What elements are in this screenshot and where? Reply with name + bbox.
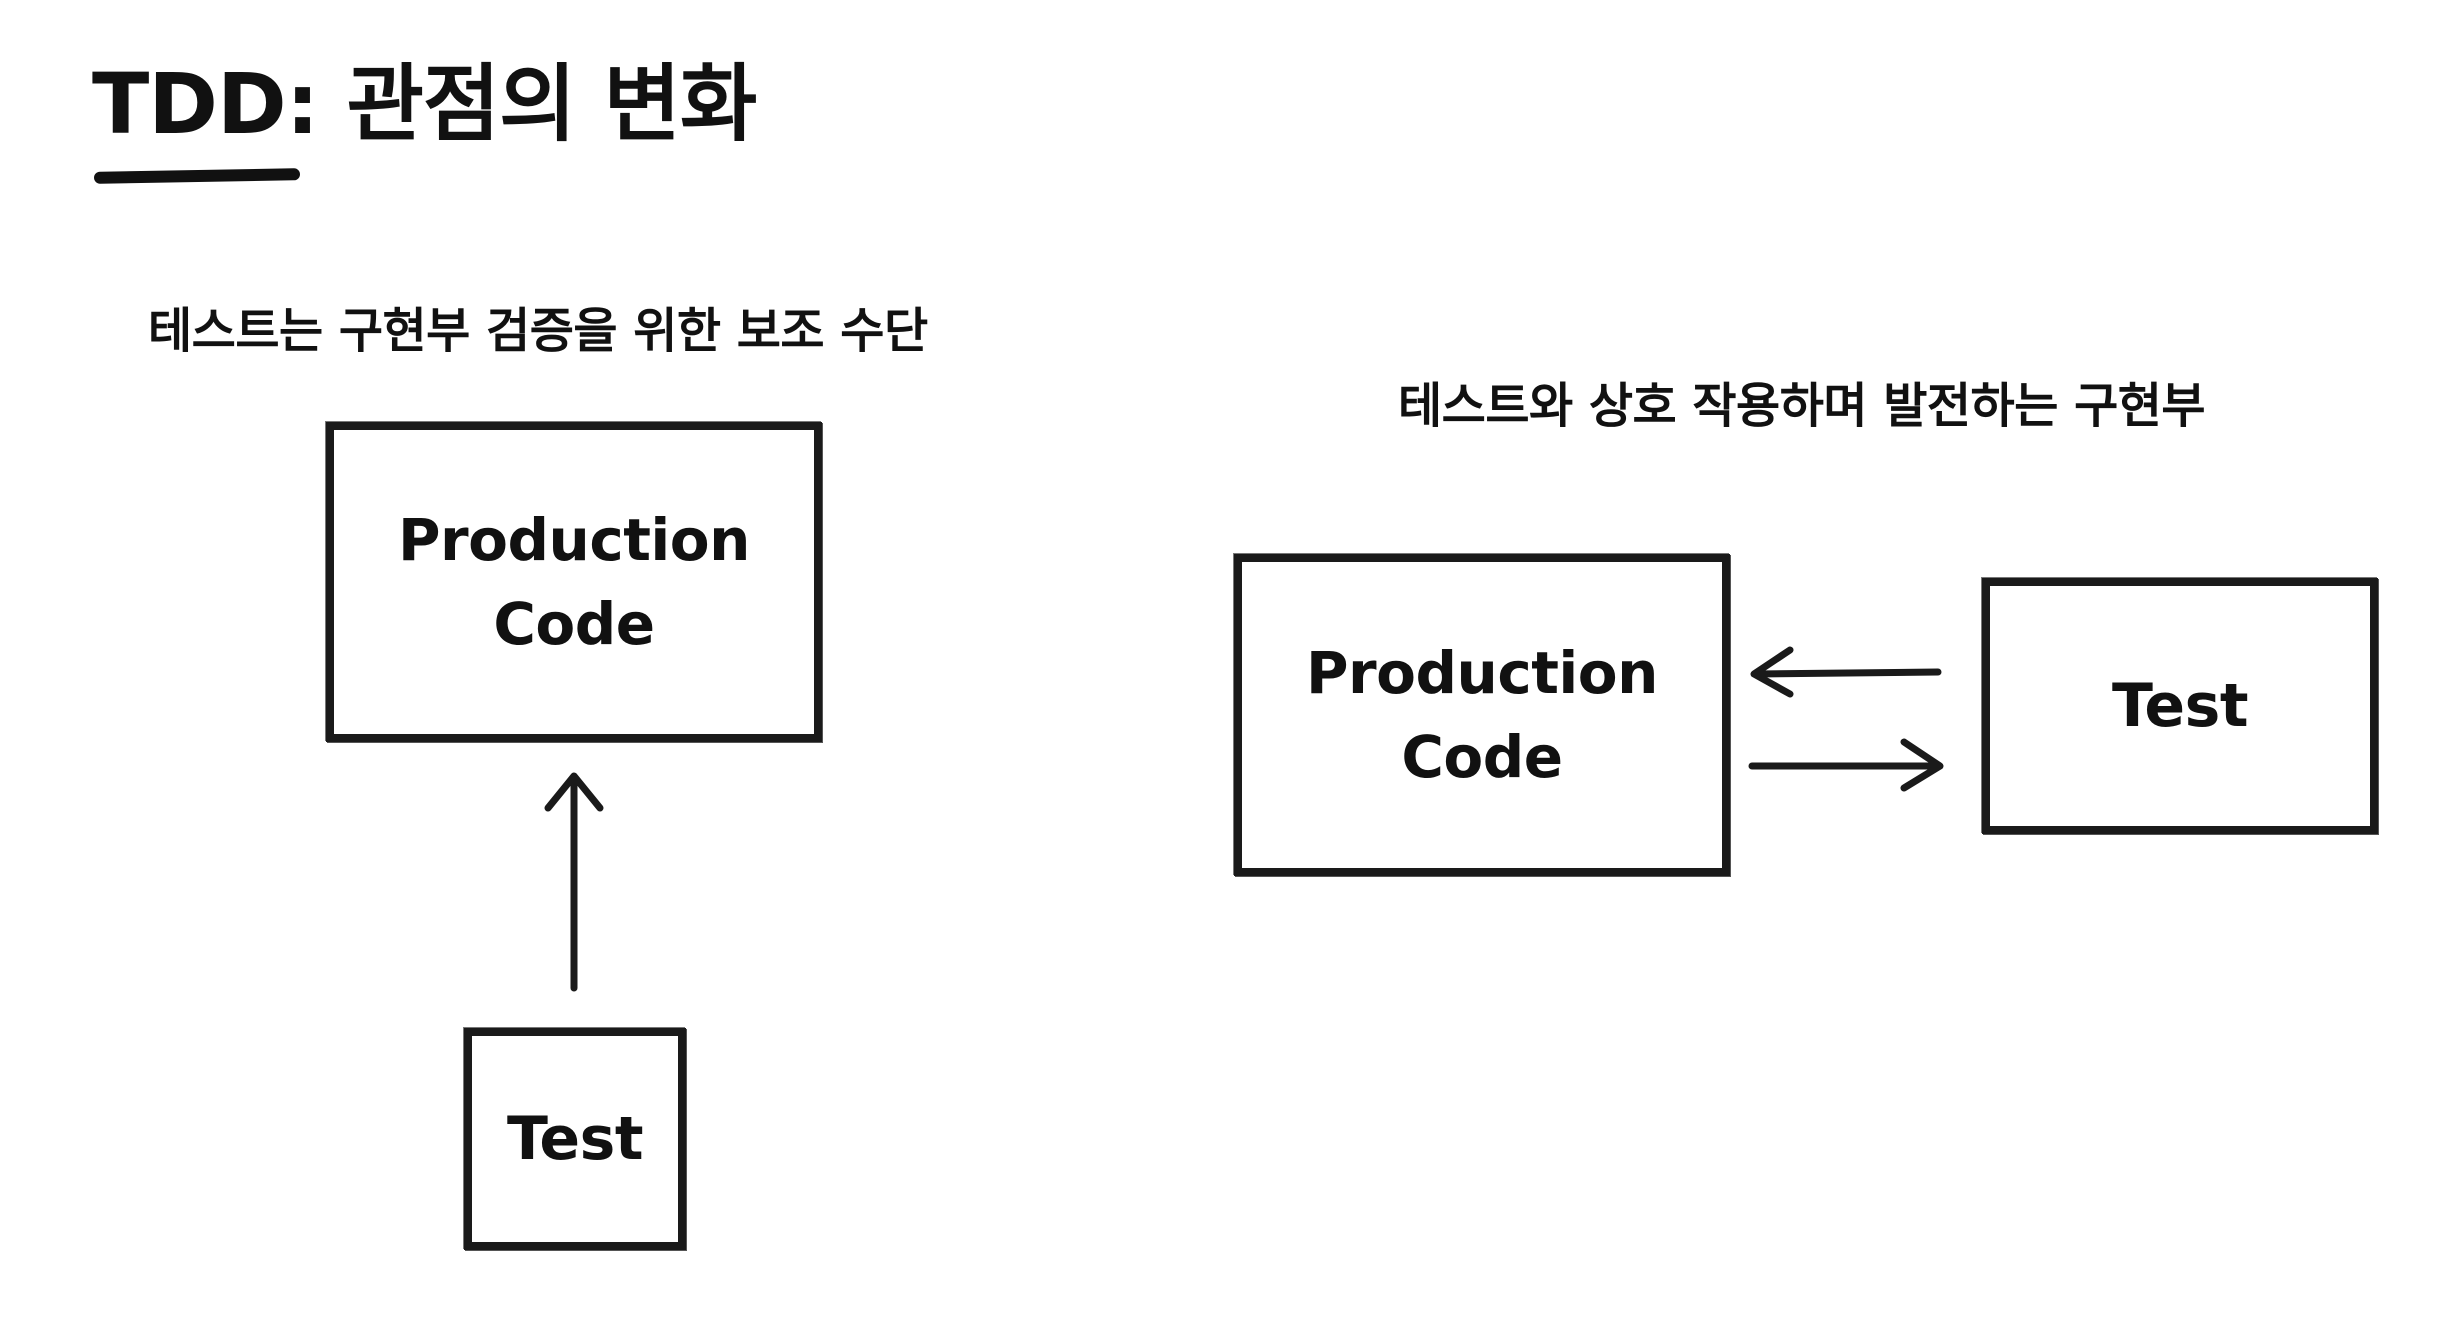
right-test-label: Test <box>2111 670 2249 741</box>
right-test-box: Test <box>1982 578 2378 834</box>
left-production-code-box: Production Code <box>326 422 822 742</box>
title-underline <box>93 168 301 184</box>
right-production-code-label: Production Code <box>1306 638 1658 791</box>
arrow-test-to-production-left <box>544 772 604 992</box>
arrow-production-to-test-right <box>1748 738 1944 792</box>
right-caption: 테스트와 상호 작용하며 발전하는 구현부 <box>1398 378 2206 434</box>
arrow-test-to-production-right <box>1750 646 1942 698</box>
left-test-label: Test <box>506 1103 644 1174</box>
right-production-code-box: Production Code <box>1234 554 1730 876</box>
left-production-code-label: Production Code <box>398 505 750 658</box>
page-title: TDD: 관점의 변화 <box>92 55 757 153</box>
left-test-box: Test <box>464 1028 686 1250</box>
left-caption: 테스트는 구현부 검증을 위한 보조 수단 <box>148 303 928 359</box>
